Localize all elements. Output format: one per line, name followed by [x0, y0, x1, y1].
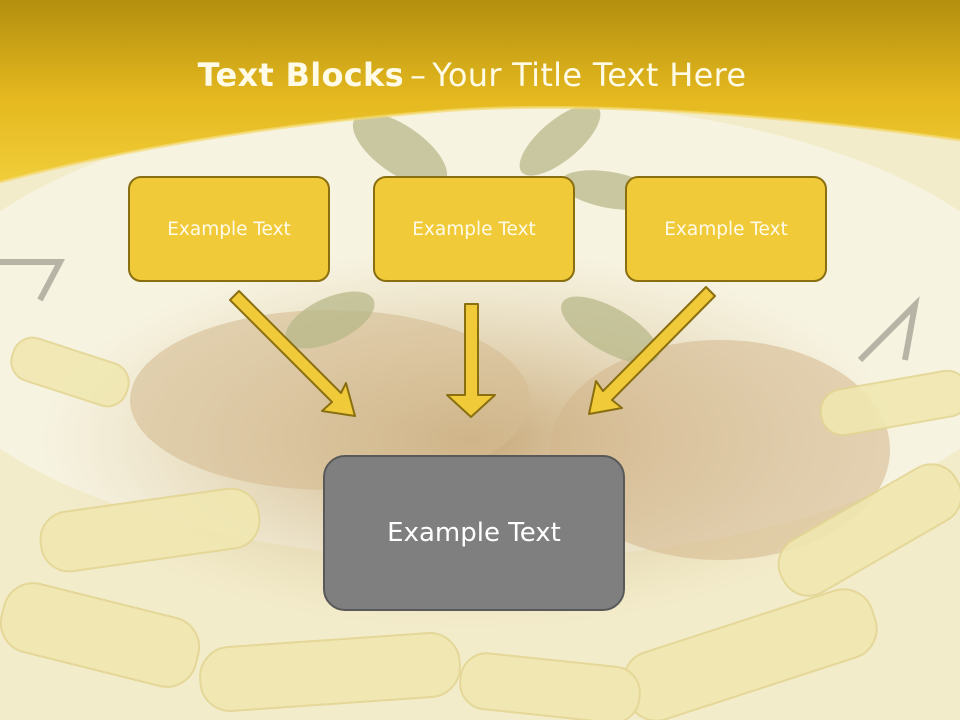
title-bold-text: Text Blocks: [197, 56, 404, 94]
right-arrow: [588, 286, 716, 415]
text-block-bottom[interactable]: Example Text: [323, 455, 625, 611]
text-block-center[interactable]: Example Text: [373, 176, 575, 282]
title-dash: –: [409, 56, 427, 94]
left-arrow: [229, 290, 356, 417]
text-block-right[interactable]: Example Text: [625, 176, 827, 282]
text-block-left[interactable]: Example Text: [128, 176, 330, 282]
slide-title: Text Blocks–Your Title Text Here: [0, 56, 944, 94]
title-rest-text: Your Title Text Here: [432, 56, 747, 94]
center-arrow: [446, 303, 496, 418]
